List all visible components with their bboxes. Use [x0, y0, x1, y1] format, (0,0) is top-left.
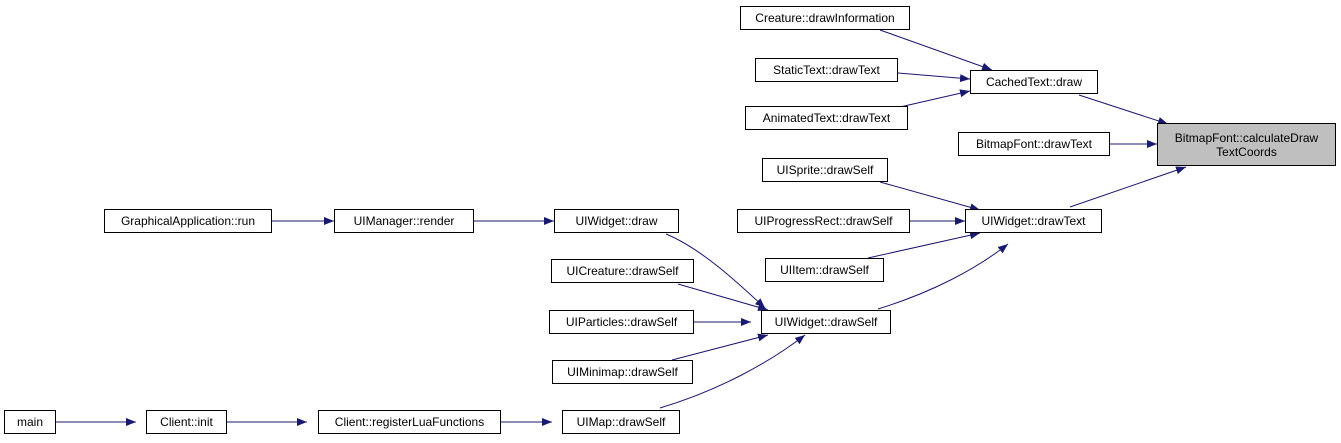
node-client-registerluafunctions[interactable]: Client::registerLuaFunctions — [318, 410, 501, 434]
node-bitmapfont-calculatedrawtextcoords: BitmapFont::calculateDraw TextCoords — [1157, 123, 1336, 166]
node-uiitem-drawself[interactable]: UIItem::drawSelf — [765, 258, 884, 282]
node-uisprite-drawself[interactable]: UISprite::drawSelf — [762, 158, 888, 182]
node-graphicalapplication-run[interactable]: GraphicalApplication::run — [104, 209, 272, 233]
node-uiwidget-draw[interactable]: UIWidget::draw — [554, 209, 679, 233]
node-cachedtext-draw[interactable]: CachedText::draw — [970, 70, 1098, 94]
node-creature-drawinformation[interactable]: Creature::drawInformation — [740, 6, 910, 30]
edge-wtext-to-calc — [1069, 166, 1187, 208]
edge-sprite-to-wtext — [879, 181, 981, 212]
node-main[interactable]: main — [4, 410, 56, 434]
node-uimap-drawself[interactable]: UIMap::drawSelf — [562, 410, 680, 434]
edge-wdraw-to-wself — [665, 233, 766, 309]
node-uiprogressrect-drawself[interactable]: UIProgressRect::drawSelf — [737, 209, 910, 233]
edge-creat-to-wself — [677, 283, 769, 312]
edge-map-to-wself — [659, 334, 806, 409]
node-animatedtext-drawtext[interactable]: AnimatedText::drawText — [745, 106, 908, 130]
edge-static-to-cached — [897, 72, 971, 83]
node-uicreature-drawself[interactable]: UICreature::drawSelf — [551, 259, 694, 283]
edge-wself-to-wtext — [877, 243, 1009, 310]
node-statictext-drawtext[interactable]: StaticText::drawText — [755, 58, 898, 82]
edge-cinfo-to-cached — [879, 29, 993, 71]
node-uiparticles-drawself[interactable]: UIParticles::drawSelf — [549, 310, 694, 334]
node-uiminimap-drawself[interactable]: UIMinimap::drawSelf — [552, 360, 693, 384]
node-line-1: BitmapFont::calculateDraw — [1174, 130, 1319, 145]
edge-cached-to-calc — [1078, 94, 1169, 125]
node-uimanager-render[interactable]: UIManager::render — [334, 209, 474, 233]
node-client-init[interactable]: Client::init — [146, 410, 227, 434]
node-uiwidget-drawself[interactable]: UIWidget::drawSelf — [761, 310, 891, 334]
edge-anim-to-cached — [899, 89, 971, 108]
edge-mini-to-wself — [671, 333, 769, 361]
node-line-2: TextCoords — [1216, 144, 1277, 159]
node-bitmapfont-drawtext[interactable]: BitmapFont::drawText — [958, 132, 1110, 156]
edge-item-to-wtext — [867, 231, 981, 259]
node-uiwidget-drawtext[interactable]: UIWidget::drawText — [965, 209, 1102, 233]
